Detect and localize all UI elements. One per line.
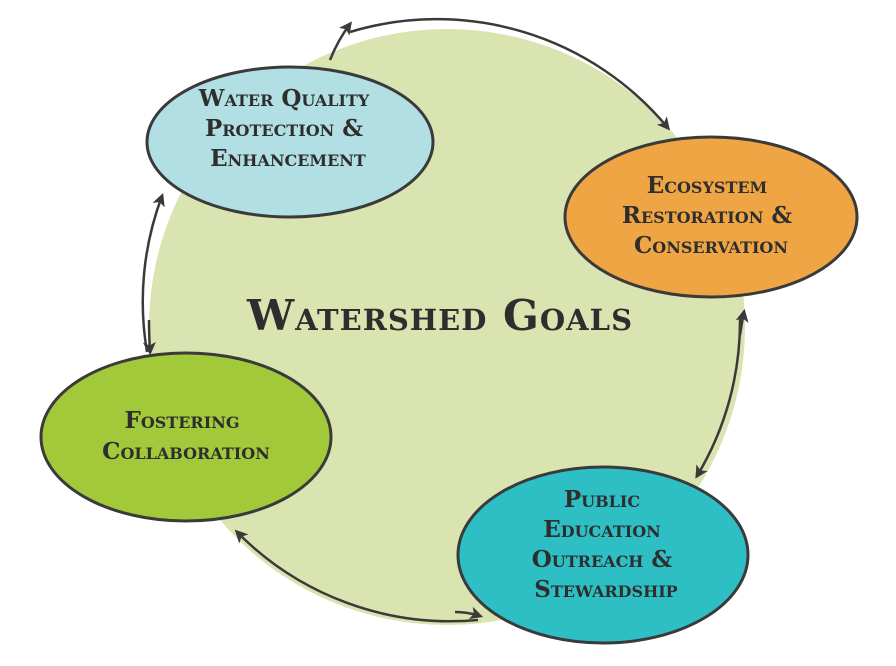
- node-ecosystem: Ecosystem Restoration & Conservation: [563, 135, 859, 299]
- node-collaboration: Fostering Collaboration: [39, 351, 333, 523]
- arrow-public-bottom-in: [454, 606, 484, 620]
- node-public-education-line-3: Outreach &: [532, 546, 673, 573]
- arrow-top-left-in: [328, 21, 352, 61]
- svg-text:Public Education O: Public Education Outreach & Stewardship: [532, 486, 680, 603]
- arrow-collaboration-to-water: [141, 192, 165, 353]
- center-title: Watershed Goals: [246, 291, 633, 340]
- node-collaboration-line-1: Fostering: [124, 407, 239, 434]
- node-public-education-line-4: Stewardship: [534, 576, 677, 603]
- node-water-quality: Water Quality Protection & Enhancement: [145, 65, 435, 219]
- svg-text:Fostering Collaboration: Fostering Collaboration: [102, 407, 270, 465]
- node-public-education-shape: [456, 465, 750, 645]
- cycle-arrows: [141, 17, 749, 623]
- arrow-water-to-ecosystem: [349, 17, 671, 131]
- node-ecosystem-shape: [563, 135, 859, 299]
- node-collaboration-line-2: Collaboration: [102, 438, 270, 465]
- node-public-education-line-1: Public: [564, 486, 640, 513]
- node-water-quality-shape: [145, 65, 435, 219]
- arrow-ecosystem-to-public: [695, 317, 742, 479]
- node-water-quality-line-3: Enhancement: [210, 145, 366, 172]
- node-ecosystem-line-1: Ecosystem: [647, 172, 768, 199]
- arrow-left-down: [142, 319, 156, 356]
- node-ecosystem-line-3: Conservation: [634, 232, 788, 259]
- node-collaboration-shape: [39, 351, 333, 523]
- arrow-public-to-collaboration: [234, 529, 479, 623]
- node-ecosystem-line-2: Restoration &: [622, 202, 793, 229]
- node-public-education: Public Education Outreach & Stewardship: [456, 465, 750, 645]
- arrow-ecosystem-out: [735, 308, 749, 336]
- node-water-quality-line-2: Protection &: [205, 115, 363, 142]
- node-water-quality-line-1: Water Quality: [198, 85, 370, 112]
- node-public-education-line-2: Education: [543, 516, 661, 543]
- svg-text:Ecosystem Restoration &: Ecosystem Restoration & Conservation: [622, 172, 800, 259]
- svg-text:Water Quality Protection: Water Quality Protection & Enhancement: [198, 85, 378, 172]
